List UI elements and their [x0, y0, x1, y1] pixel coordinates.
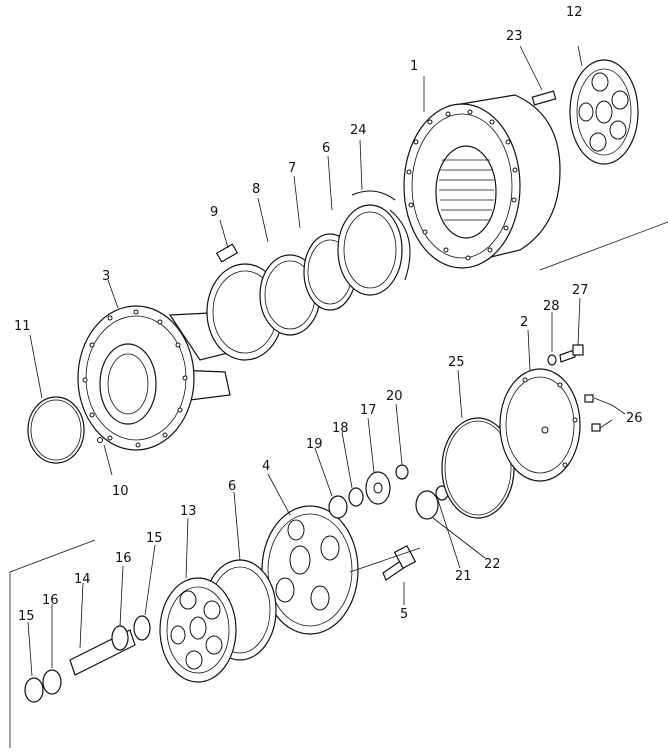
dowel-10 [97, 437, 103, 443]
callout-8: 8 [252, 182, 260, 197]
callout-21: 21 [455, 569, 472, 584]
callout-9: 9 [210, 205, 218, 220]
callout-13: 13 [180, 504, 197, 519]
o-ring-25-inner [444, 420, 512, 516]
hub-3 [77, 305, 241, 451]
plug-26a [584, 394, 594, 403]
callout-25: 25 [448, 355, 465, 370]
callout-14: 14 [74, 572, 91, 587]
callout-labels: 1 2 3 4 5 6 6 7 8 9 10 11 12 13 14 15 15… [14, 5, 643, 624]
housing-part [403, 94, 561, 269]
pin-23 [531, 90, 557, 106]
callout-2: 2 [520, 315, 528, 330]
callout-23: 23 [506, 29, 523, 44]
callout-16a: 16 [42, 593, 59, 608]
o-ring-11 [27, 396, 85, 464]
shaft-assembly [24, 615, 151, 703]
sprocket-13 [159, 577, 237, 683]
plug-26b [591, 423, 601, 432]
callout-11: 11 [14, 319, 31, 334]
callout-1: 1 [410, 59, 418, 74]
callout-18: 18 [332, 421, 349, 436]
callout-24: 24 [350, 123, 367, 138]
callout-17: 17 [360, 403, 377, 418]
callout-20: 20 [386, 389, 403, 404]
leader-lines [9, 45, 668, 748]
callout-6a: 6 [322, 141, 330, 156]
planet-carrier-4 [261, 505, 359, 635]
callout-22: 22 [484, 557, 501, 572]
callout-3: 3 [102, 269, 110, 284]
callout-27: 27 [572, 283, 589, 298]
callout-26: 26 [626, 411, 643, 426]
callout-4: 4 [262, 459, 270, 474]
callout-28: 28 [543, 299, 560, 314]
washer-28 [547, 354, 557, 366]
cover-2 [499, 368, 581, 482]
callout-19: 19 [306, 437, 323, 452]
callout-10: 10 [112, 484, 129, 499]
bolt-5 [382, 544, 417, 581]
o-ring-11-inner [30, 399, 82, 461]
callout-7: 7 [288, 161, 296, 176]
callout-16b: 16 [115, 551, 132, 566]
small-gears [328, 464, 449, 520]
callout-5: 5 [400, 607, 408, 622]
callout-6b: 6 [228, 479, 236, 494]
bolt-27 [559, 344, 584, 363]
callout-15a: 15 [18, 609, 35, 624]
callout-12: 12 [566, 5, 583, 20]
seal-rings [206, 190, 411, 361]
callout-15b: 15 [146, 531, 163, 546]
sprocket-12 [569, 59, 639, 165]
